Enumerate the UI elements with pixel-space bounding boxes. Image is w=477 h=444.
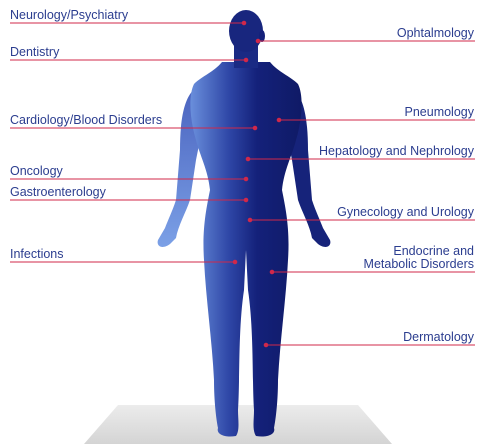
label-oncology: Oncology <box>10 164 63 178</box>
label-dentistry: Dentistry <box>10 45 59 59</box>
head <box>229 10 263 52</box>
label-dermatology: Dermatology <box>403 330 474 344</box>
label-cardiology: Cardiology/Blood Disorders <box>10 113 162 127</box>
label-ophtalmology: Ophtalmology <box>397 26 474 40</box>
label-endocrine-line2: Metabolic Disorders <box>364 257 474 271</box>
label-pneumology: Pneumology <box>405 105 475 119</box>
body-silhouette <box>190 62 301 437</box>
label-gynecology: Gynecology and Urology <box>337 205 474 219</box>
label-infections: Infections <box>10 247 64 261</box>
label-endocrine-line1: Endocrine and <box>393 244 474 258</box>
label-hepatology: Hepatology and Nephrology <box>319 144 474 158</box>
label-gastroenterology: Gastroenterology <box>10 185 106 199</box>
label-neurology: Neurology/Psychiatry <box>10 8 128 22</box>
